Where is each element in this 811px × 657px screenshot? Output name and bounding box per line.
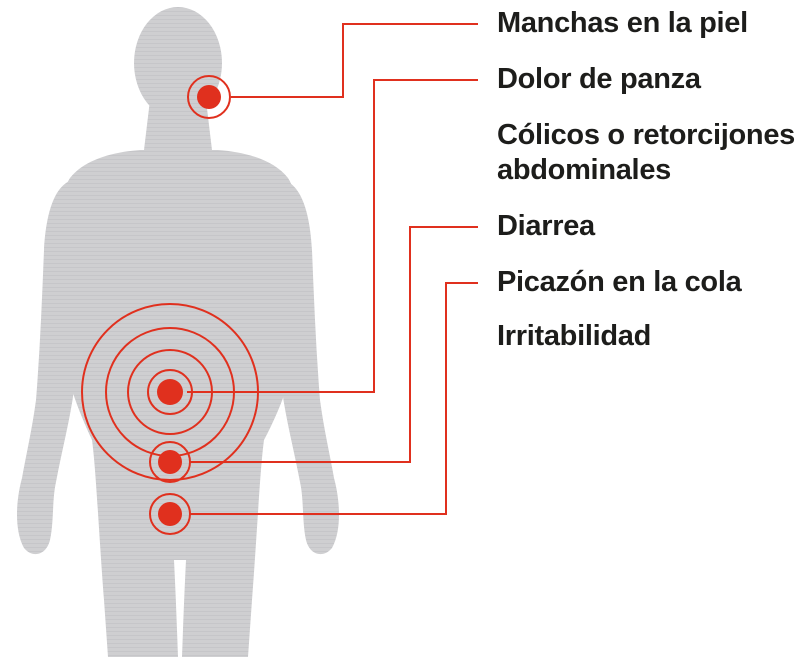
leg-gap	[174, 560, 186, 657]
marker-bottom	[149, 493, 191, 535]
leader-line-lower-abdomen	[190, 226, 478, 463]
symptom-label-cramps-line2: abdominales	[497, 154, 671, 186]
leader-line-neck	[231, 23, 478, 98]
leader-line-bottom	[190, 282, 478, 515]
marker-abdomen	[157, 379, 183, 405]
marker-abdomen-dot	[157, 379, 183, 405]
symptom-label-cramps-line1: Cólicos o retorcijones	[497, 119, 795, 151]
marker-lower-abdomen	[149, 441, 191, 483]
neck-shape	[144, 100, 212, 150]
symptom-label-diarrhea: Diarrea	[497, 210, 595, 242]
marker-neck	[187, 75, 231, 119]
marker-lower-abdomen-dot	[158, 450, 182, 474]
symptom-label-stomach-ache: Dolor de panza	[497, 63, 701, 95]
left-arm-shape	[17, 180, 84, 555]
marker-bottom-dot	[158, 502, 182, 526]
symptom-label-itching: Picazón en la cola	[497, 266, 742, 298]
marker-neck-ring	[187, 75, 231, 119]
marker-neck-dot	[197, 85, 221, 109]
human-silhouette	[17, 7, 339, 657]
symptom-label-skin-spots: Manchas en la piel	[497, 7, 748, 39]
marker-lower-abdomen-ring	[149, 441, 191, 483]
right-arm-shape	[272, 180, 339, 555]
marker-bottom-ring	[149, 493, 191, 535]
leader-lines	[187, 23, 478, 515]
torso-shape	[60, 150, 298, 657]
leader-line-abdomen	[187, 79, 478, 393]
symptom-label-irritability: Irritabilidad	[497, 320, 652, 352]
